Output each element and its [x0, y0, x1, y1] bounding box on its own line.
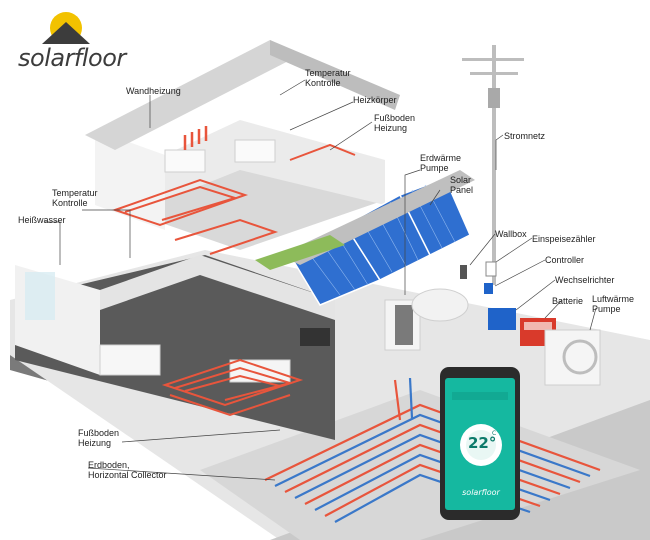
green-roof — [255, 235, 345, 270]
pole-transformer — [488, 88, 500, 108]
battery-label — [524, 322, 552, 330]
label-line: Temperatur — [52, 188, 98, 198]
label-line: Horizontal Collector — [88, 470, 167, 480]
roof-left — [85, 40, 300, 150]
utility-pole — [492, 45, 496, 285]
label-fussboden-heizung-top: Fußboden Heizung — [374, 113, 415, 133]
label-line: Fußboden — [78, 428, 120, 438]
thermostat-inner — [466, 430, 496, 460]
label-line: Erdwärme — [420, 153, 462, 163]
label-line: Heizung — [78, 438, 112, 448]
label-stromnetz: Stromnetz — [504, 131, 546, 141]
pole-crossarm-top — [462, 58, 524, 61]
inverter-device — [488, 308, 516, 330]
label-batterie: Batterie — [552, 296, 584, 306]
ground-floor-back-wall — [100, 255, 335, 320]
label-wechselrichter: Wechselrichter — [555, 275, 615, 285]
tv — [300, 328, 330, 346]
sun-mountain-icon — [42, 22, 90, 44]
upper-floor-heating-loops — [111, 126, 356, 255]
phone-icon-bar — [452, 392, 508, 400]
phone-brand-text: solarfloor — [462, 488, 500, 497]
label-temperatur-kontrolle-top: Temperatur Kontrolle — [305, 68, 351, 88]
phone-temperature-unit: C — [492, 430, 497, 437]
label-erdboden-collector: Erdboden, Horizontal Collector — [88, 460, 167, 480]
label-solar-panel: Solar Panel — [450, 175, 473, 195]
label-luftwaerme-pumpe: Luftwärme Pumpe — [592, 294, 634, 314]
label-einspeisezaehler: Einspeisezähler — [532, 234, 596, 244]
feed-meter-device — [485, 261, 497, 277]
label-controller: Controller — [545, 255, 585, 265]
label-temperatur-kontrolle-left: Temperatur Kontrolle — [52, 188, 98, 208]
label-line: Temperatur — [305, 68, 351, 78]
label-heizkoerper: Heizkörper — [353, 95, 397, 105]
label-line: Luftwärme — [592, 294, 635, 304]
brand-logo-text: solarfloor — [18, 44, 126, 72]
air-heat-pump-fan — [562, 339, 598, 375]
label-line: Fußboden — [374, 113, 416, 123]
label-wandheizung: Wandheizung — [126, 86, 181, 96]
label-wallbox: Wallbox — [495, 229, 527, 239]
air-heat-pump-unit — [544, 329, 601, 386]
electric-car — [411, 288, 469, 322]
label-line: Pumpe — [592, 304, 621, 314]
shower-glass — [25, 272, 55, 320]
phone-temperature-readout: 22° — [468, 434, 497, 452]
kitchen-counter — [99, 344, 161, 376]
label-heisswasser: Heißwasser — [18, 215, 66, 225]
callout-lines — [45, 79, 597, 481]
label-erdwaerme-pumpe: Erdwärme Pumpe — [420, 153, 461, 173]
label-line: Pumpe — [420, 163, 449, 173]
controller-device — [484, 283, 493, 294]
label-line: Kontrolle — [52, 198, 88, 208]
ground-floor-heating-loops — [161, 358, 304, 417]
roof-right — [270, 40, 400, 110]
label-fussboden-heizung-bottom: Fußboden Heizung — [78, 428, 119, 448]
label-line: Solar — [450, 175, 472, 185]
pole-crossarm-mid — [470, 72, 518, 75]
label-line: Panel — [450, 185, 474, 195]
bed — [164, 149, 206, 173]
sofa — [229, 359, 291, 383]
bed-2 — [234, 139, 276, 163]
wallbox-device — [460, 265, 467, 279]
label-line: Erdboden, — [88, 460, 130, 470]
heat-pump-panel — [395, 305, 413, 345]
label-line: Heizung — [374, 123, 408, 133]
label-line: Kontrolle — [305, 78, 341, 88]
